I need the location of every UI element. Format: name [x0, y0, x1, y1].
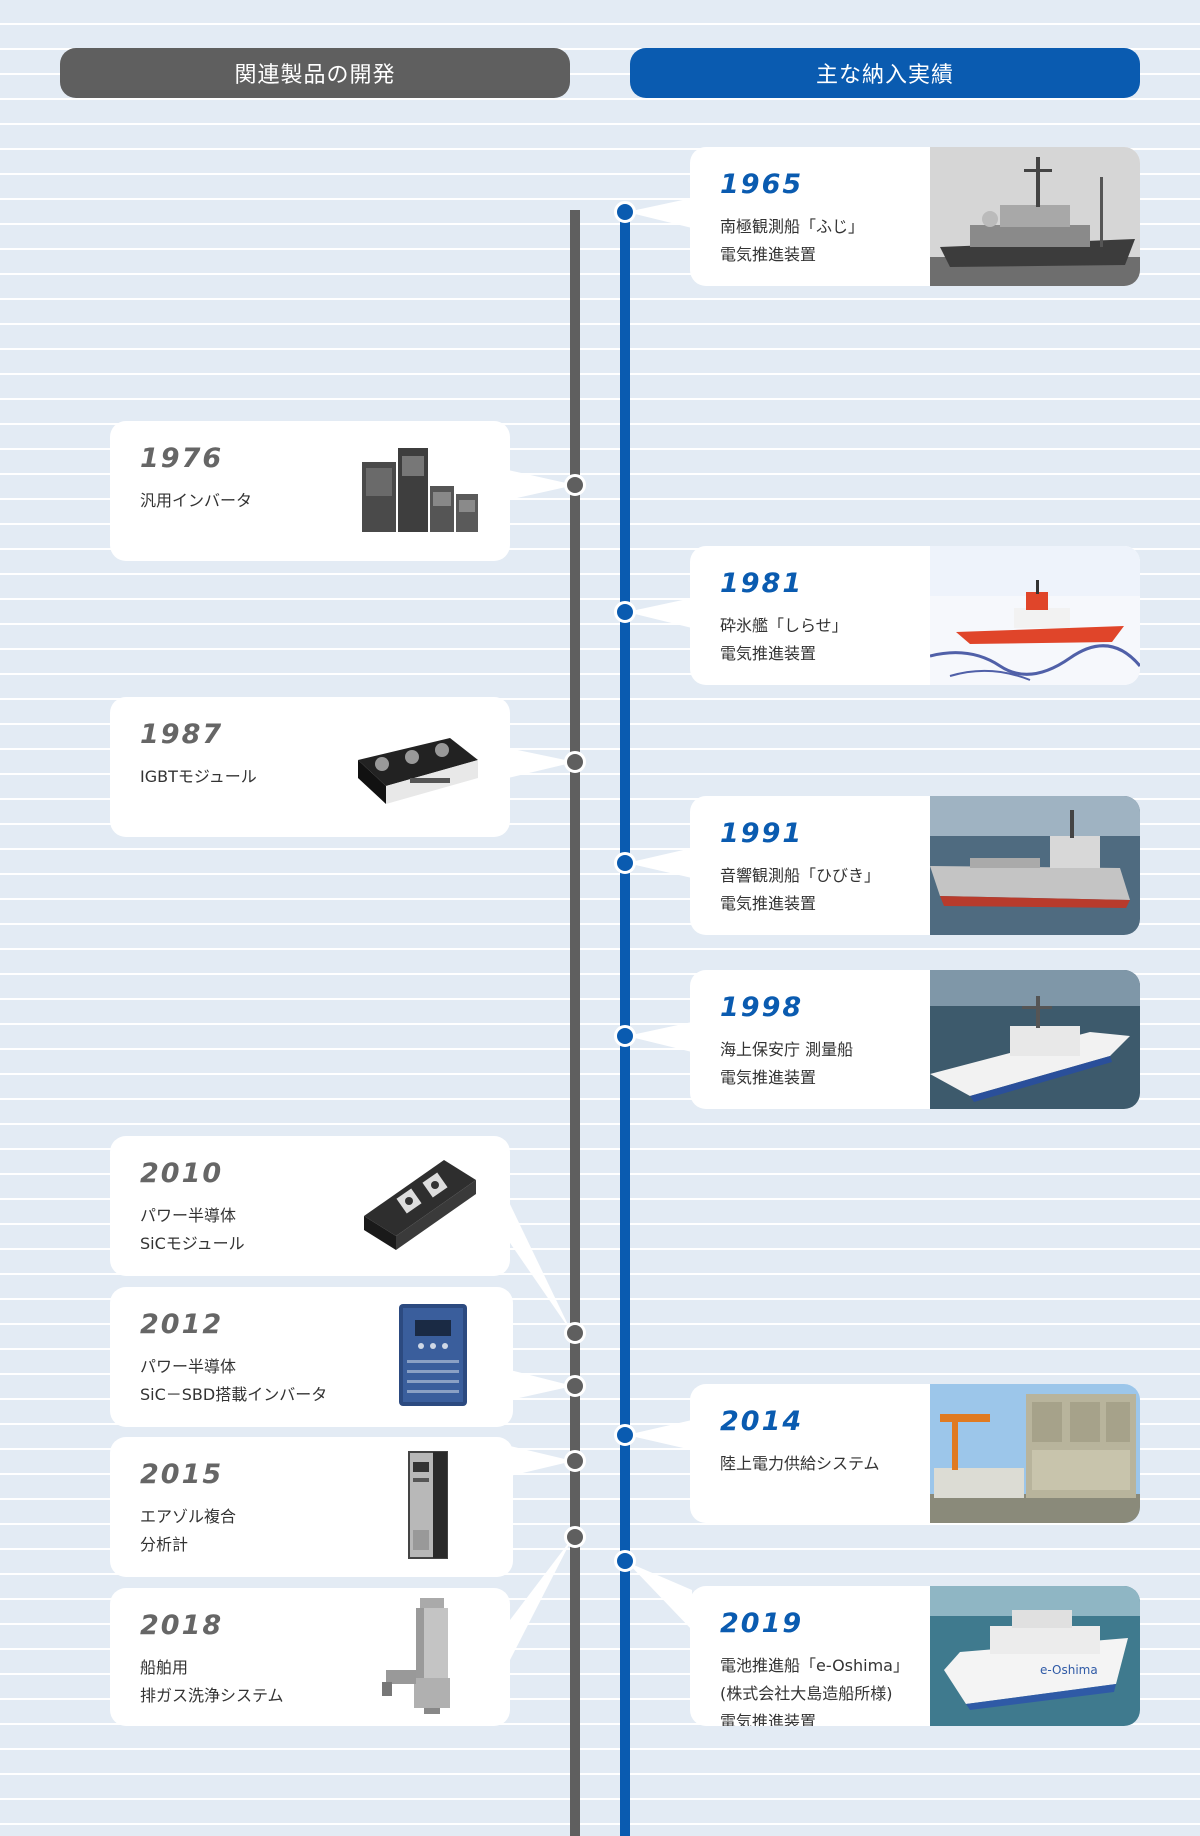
card-description: 南極観測船「ふじ」 電気推進装置	[720, 217, 865, 264]
card-year: 2014	[720, 1406, 804, 1437]
delivery-card-1991: 1991 音響観測船「ひびき」 電気推進装置	[690, 796, 1140, 935]
product-card-2018: 2018 船舶用 排ガス洗浄システム	[110, 1588, 510, 1726]
card-description: エアゾル複合 分析計	[140, 1507, 237, 1554]
card-year: 1981	[720, 568, 804, 599]
card-description: 海上保安庁 測量船 電気推進装置	[720, 1040, 854, 1087]
card-year: 2019	[720, 1608, 804, 1639]
timeline-line-products	[570, 210, 580, 1836]
analyzer-cabinet-icon	[403, 1450, 453, 1564]
svg-text:e-Oshima: e-Oshima	[1040, 1663, 1098, 1677]
card-description: 船舶用 排ガス洗浄システム	[140, 1658, 284, 1705]
product-card-1976: 1976 汎用インバータ	[110, 421, 510, 561]
sic-module-icon	[360, 1154, 480, 1258]
ship-hibiki-photo	[930, 796, 1140, 935]
ferry-eoshima-photo: e-Oshima	[930, 1586, 1140, 1726]
timeline-dot-2010	[564, 1322, 586, 1344]
timeline-dot-2019	[614, 1550, 636, 1572]
timeline-dot-1991	[614, 852, 636, 874]
card-year: 1965	[720, 169, 804, 200]
power-facility-photo	[930, 1384, 1140, 1523]
timeline-dot-1987	[564, 751, 586, 773]
timeline-dot-2015	[564, 1450, 586, 1472]
timeline-line-deliveries	[620, 210, 630, 1836]
timeline-dot-1976	[564, 474, 586, 496]
card-year: 1998	[720, 992, 804, 1023]
card-description: 陸上電力供給システム	[720, 1454, 880, 1473]
timeline-dot-2018	[564, 1526, 586, 1548]
product-card-2015: 2015 エアゾル複合 分析計	[110, 1437, 513, 1577]
product-card-2010: 2010 パワー半導体 SiCモジュール	[110, 1136, 510, 1276]
header-related-products: 関連製品の開発	[60, 48, 570, 98]
icebreaker-shirase-photo	[930, 546, 1140, 685]
inverter-units-icon	[360, 444, 480, 538]
card-description: 音響観測船「ひびき」 電気推進装置	[720, 866, 881, 913]
blue-inverter-icon	[393, 1300, 473, 1414]
card-year: 1991	[720, 818, 804, 849]
survey-ship-photo	[930, 970, 1140, 1109]
delivery-card-1965: 1965 南極観測船「ふじ」 電気推進装置	[690, 147, 1140, 286]
timeline-dot-2014	[614, 1424, 636, 1446]
card-year: 2015	[140, 1459, 224, 1490]
card-description: 砕氷艦「しらせ」 電気推進装置	[720, 616, 848, 663]
card-year: 1987	[140, 719, 224, 750]
igbt-module-icon	[350, 720, 480, 814]
card-description: パワー半導体 SiCモジュール	[140, 1206, 245, 1253]
card-description: 汎用インバータ	[140, 491, 253, 510]
timeline-dot-1981	[614, 601, 636, 623]
card-year: 1976	[140, 443, 224, 474]
product-card-1987: 1987 IGBTモジュール	[110, 697, 510, 837]
card-year: 2018	[140, 1610, 224, 1641]
delivery-card-2014: 2014 陸上電力供給システム	[690, 1384, 1140, 1523]
card-year: 2012	[140, 1309, 224, 1340]
product-card-2012: 2012 パワー半導体 SiC－SBD搭載インバータ	[110, 1287, 513, 1427]
ship-fuji-photo	[930, 147, 1140, 286]
card-year: 2010	[140, 1158, 224, 1189]
header-delivery-records: 主な納入実績	[630, 48, 1140, 98]
delivery-card-1998: 1998 海上保安庁 測量船 電気推進装置	[690, 970, 1140, 1109]
card-description: IGBTモジュール	[140, 767, 257, 786]
timeline-dot-1965	[614, 201, 636, 223]
delivery-card-1981: 1981 砕氷艦「しらせ」 電気推進装置	[690, 546, 1140, 685]
card-description: パワー半導体 SiC－SBD搭載インバータ	[140, 1357, 328, 1404]
delivery-card-2019: 2019 電池推進船「e-Oshima」 (株式会社大島造船所様) 電気推進装置…	[690, 1586, 1140, 1726]
timeline-dot-2012	[564, 1375, 586, 1397]
timeline-dot-1998	[614, 1025, 636, 1047]
card-description: 電池推進船「e-Oshima」 (株式会社大島造船所様) 電気推進装置	[720, 1656, 909, 1726]
scrubber-icon	[380, 1596, 460, 1718]
